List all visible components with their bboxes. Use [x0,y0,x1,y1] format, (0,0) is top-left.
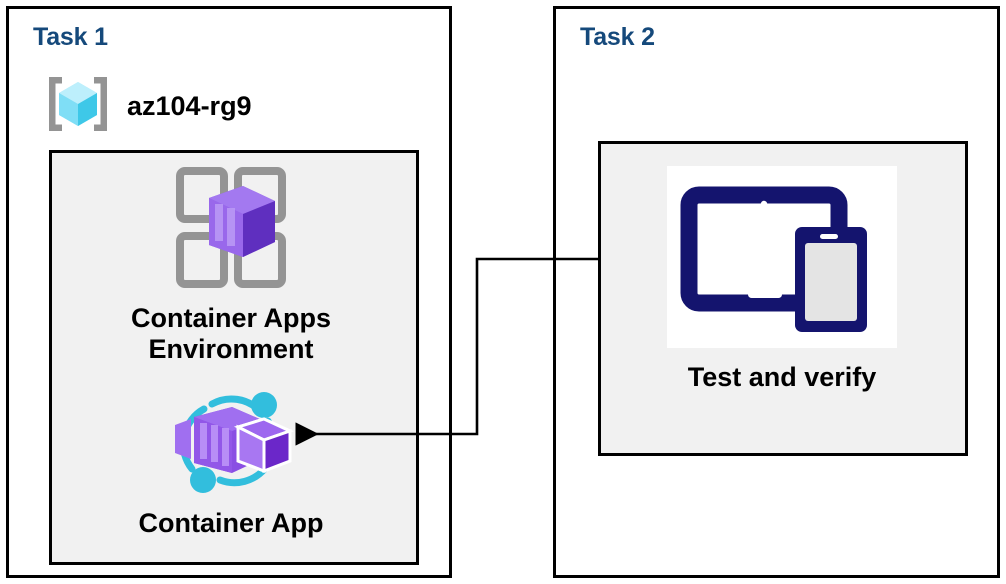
container-app-icon [158,387,304,502]
container-app-item: Container App [49,387,413,539]
resource-group-label: az104-rg9 [127,91,252,121]
test-and-verify-caption: Test and verify [687,362,877,392]
test-and-verify-item: Test and verify [600,166,964,393]
container-apps-environment-icon [165,164,297,297]
task-1-panel: Task 1 az104-rg9 [6,6,452,578]
container-apps-environment-caption: Container Apps Environment [130,303,331,364]
container-app-caption: Container App [138,508,324,538]
task-2-title: Task 2 [580,23,655,51]
resource-group-header: az104-rg9 [43,69,252,144]
task-1-title: Task 1 [33,23,108,51]
container-apps-environment-item: Container Apps Environment [49,164,413,364]
resource-group-cube-icon [43,69,113,144]
devices-tablet-phone-icon [667,166,897,348]
